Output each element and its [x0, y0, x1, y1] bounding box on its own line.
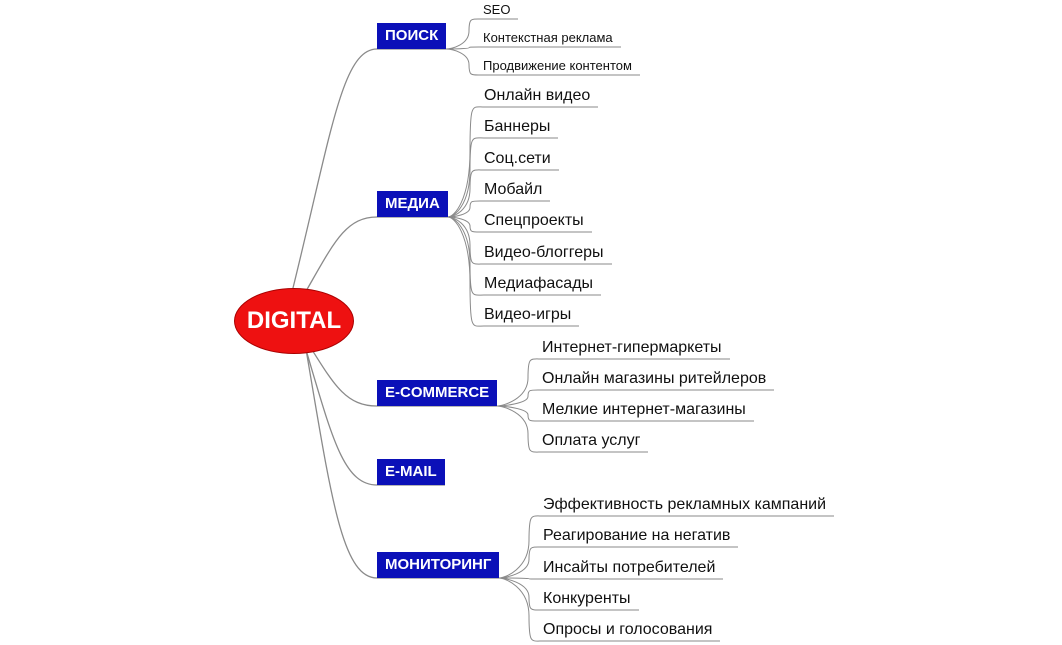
connector-line — [445, 46, 621, 50]
connector-line — [447, 200, 550, 218]
leaf-item: Онлайн магазины ритейлеров — [542, 370, 767, 387]
leaf-item: Эффективность рекламных кампаний — [543, 496, 827, 513]
leaf-item: Продвижение контентом — [483, 58, 632, 73]
connector-line — [496, 358, 730, 407]
connector-line — [445, 48, 640, 76]
center-node: DIGITAL — [234, 288, 354, 354]
leaf-item: Видео-игры — [484, 306, 572, 323]
connector-line — [447, 216, 592, 233]
category-email: E-MAIL — [377, 459, 445, 485]
connector-line — [284, 48, 378, 321]
leaf-item: Контекстная реклама — [483, 30, 613, 45]
connector-line — [496, 405, 648, 453]
category-search: ПОИСК — [377, 23, 447, 49]
connector-line — [300, 319, 378, 579]
leaf-item: Баннеры — [484, 118, 551, 135]
connector-line — [296, 319, 378, 486]
connector-line — [447, 216, 579, 327]
leaf-item: Соц.сети — [484, 150, 551, 167]
leaf-item: Мобайл — [484, 181, 543, 198]
connector-line — [498, 577, 639, 611]
connector-line — [447, 216, 601, 296]
leaf-item: Реагирование на негатив — [543, 527, 731, 544]
connector-line — [496, 389, 774, 407]
connector-line — [498, 577, 720, 642]
leaf-item: Интернет-гипермаркеты — [542, 339, 722, 356]
leaf-item: Медиафасады — [484, 275, 594, 292]
category-monitoring: МОНИТОРИНГ — [377, 552, 500, 578]
leaf-item: Опросы и голосования — [543, 621, 713, 638]
leaf-item: SEO — [483, 2, 511, 17]
leaf-item: Спецпроекты — [484, 212, 584, 229]
connector-line — [447, 137, 558, 218]
category-ecommerce: E-COMMERCE — [377, 380, 498, 406]
connector-line — [445, 18, 518, 50]
connector-line — [447, 169, 559, 218]
connector-line — [498, 515, 834, 579]
leaf-item: Видео-блоггеры — [484, 244, 604, 261]
leaf-item: Конкуренты — [543, 590, 631, 607]
leaf-item: Инсайты потребителей — [543, 559, 716, 576]
category-media: МЕДИА — [377, 191, 448, 217]
connector-line — [447, 216, 612, 265]
connector-line — [447, 106, 598, 218]
leaf-item: Оплата услуг — [542, 432, 641, 449]
connector-line — [498, 577, 723, 580]
connector-line — [496, 405, 754, 422]
leaf-item: Онлайн видео — [484, 87, 591, 104]
leaf-item: Мелкие интернет-магазины — [542, 401, 746, 418]
connector-line — [498, 546, 738, 579]
